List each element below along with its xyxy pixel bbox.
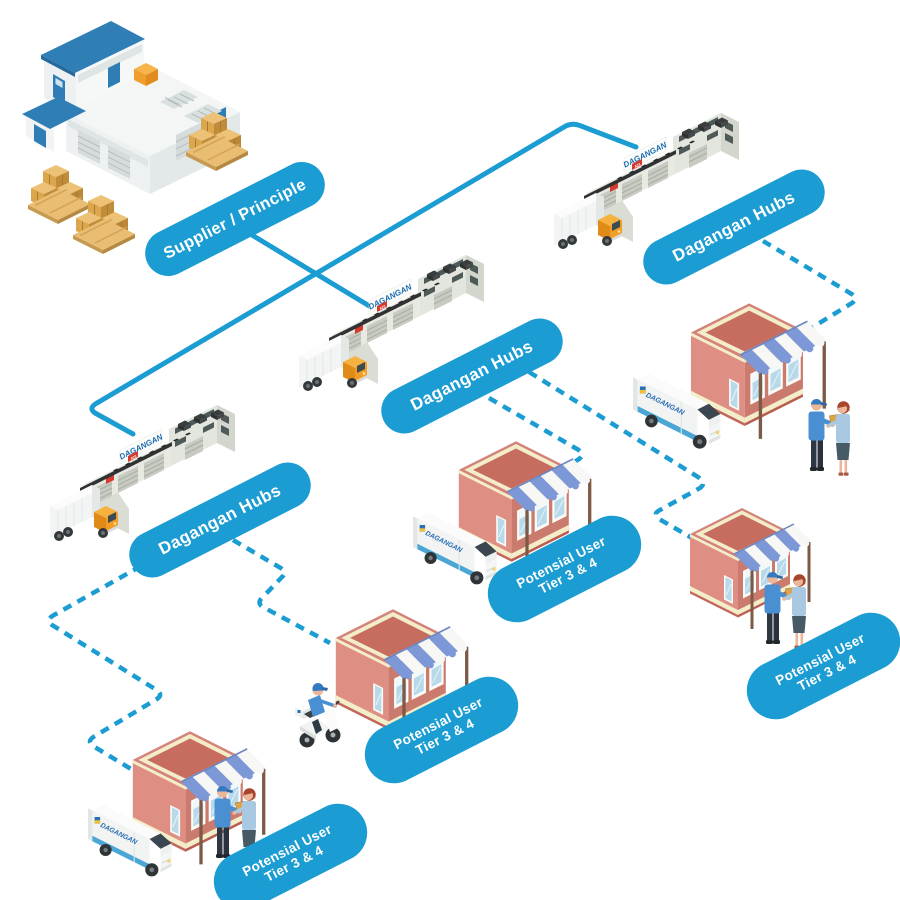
people-pair-1 <box>808 398 851 477</box>
solid-links <box>89 121 639 437</box>
link-left-hub-to-shop4 <box>231 538 332 645</box>
link-supplier-to-middle-hub <box>239 226 374 310</box>
link-middle-hub-to-shop3 <box>487 396 585 470</box>
link-right-hub-to-shop1 <box>761 239 858 337</box>
link-right-hub-to-left-hub <box>89 121 639 437</box>
link-left-hub-to-shop5 <box>46 564 163 771</box>
delivery-scooter <box>293 681 343 750</box>
dashed-links <box>46 239 858 771</box>
